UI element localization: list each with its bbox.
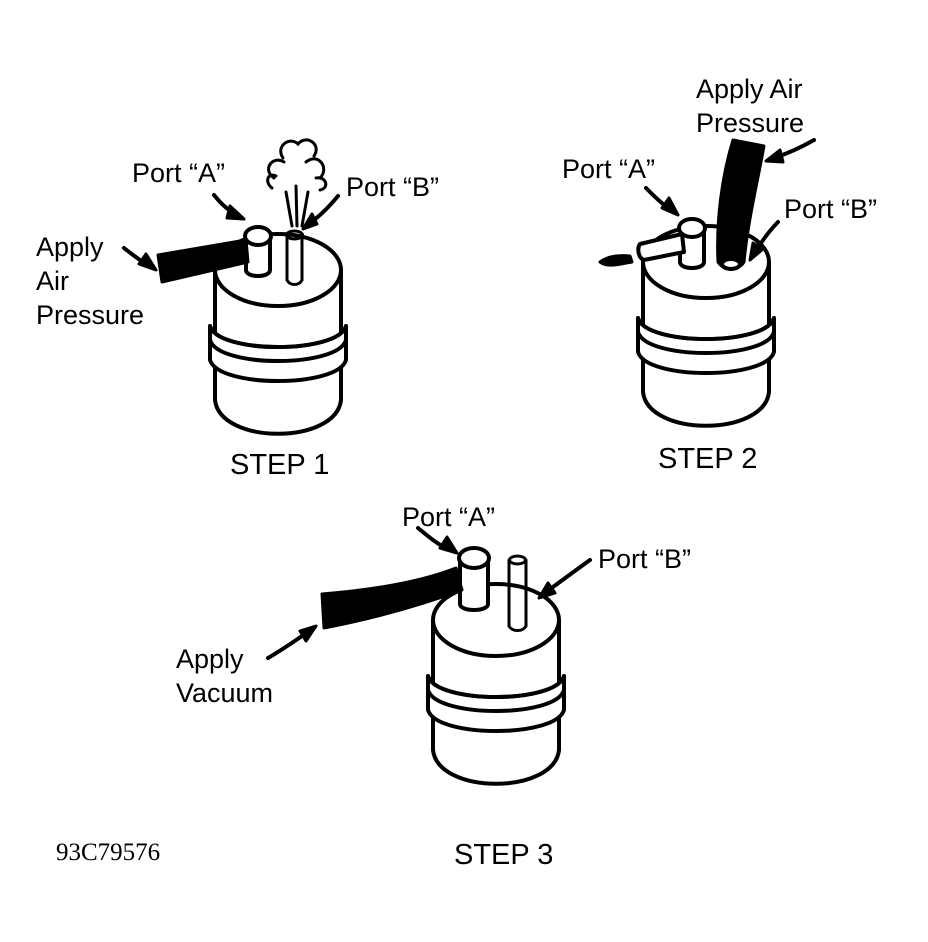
step1-air-puff-icon xyxy=(266,138,328,228)
step1-port-a-label: Port “A” xyxy=(132,158,225,188)
step1-apply-label-2: Air xyxy=(36,266,69,296)
step3-hose xyxy=(320,566,464,630)
step3-port-a-label: Port “A” xyxy=(402,502,495,532)
step3-apply-label-2: Vacuum xyxy=(176,678,273,708)
figure-code: 93C79576 xyxy=(56,839,160,866)
step2-port-b xyxy=(716,138,766,271)
step3-canister xyxy=(426,582,566,786)
step1-port-b xyxy=(285,229,304,286)
step1-arrow-port-a xyxy=(212,193,246,221)
step2-apply-label-2: Pressure xyxy=(696,108,804,138)
step2-port-a-label: Port “A” xyxy=(562,154,655,184)
step2-arrow-apply xyxy=(764,138,816,164)
step3-port-b-label: Port “B” xyxy=(598,544,691,574)
step2-port-b-label: Port “B” xyxy=(784,194,877,224)
step1-caption: STEP 1 xyxy=(230,449,329,481)
step2-port-a xyxy=(598,217,707,270)
step3-group: Port “A” Port “B” Apply Vacuum STEP 3 xyxy=(176,502,691,871)
step1-arrow-apply xyxy=(122,246,158,272)
step2-arrow-port-a xyxy=(644,186,680,217)
step3-port-b xyxy=(507,554,528,632)
step2-arrow-port-b xyxy=(748,220,780,262)
step1-group: Port “A” Port “B” Apply Air Pressure STE… xyxy=(36,138,439,481)
step3-port-a xyxy=(457,546,491,612)
step3-arrow-port-a xyxy=(416,526,459,555)
step3-arrow-apply xyxy=(266,624,318,660)
step3-caption: STEP 3 xyxy=(454,839,553,871)
step1-hose xyxy=(156,238,250,284)
step1-port-b-label: Port “B” xyxy=(346,172,439,202)
step1-arrow-port-b xyxy=(301,194,340,231)
step3-apply-label-1: Apply xyxy=(176,644,244,674)
step1-apply-label-1: Apply xyxy=(36,232,104,262)
step2-group: Port “A” Port “B” Apply Air Pressure STE… xyxy=(562,74,877,475)
step2-caption: STEP 2 xyxy=(658,443,757,475)
step2-apply-label-1: Apply Air xyxy=(696,74,803,104)
step1-apply-label-3: Pressure xyxy=(36,300,144,330)
step1-port-a xyxy=(243,225,273,278)
step3-arrow-port-b xyxy=(537,558,592,600)
